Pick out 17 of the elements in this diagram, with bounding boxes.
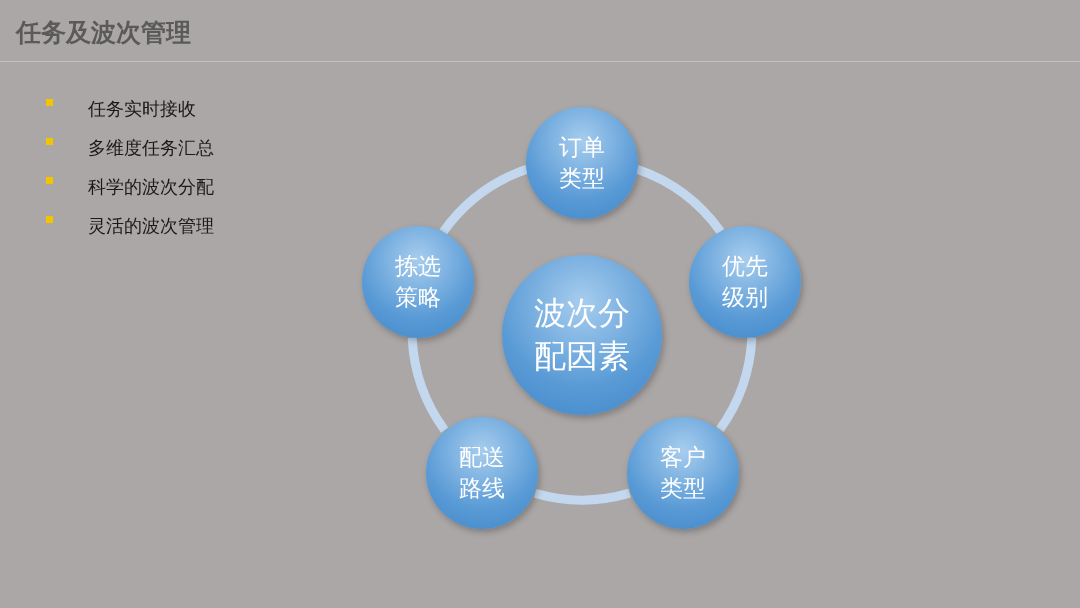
- bullet-text: 科学的波次分配: [88, 175, 214, 199]
- circle-label: 配送路线: [458, 442, 506, 503]
- circle-label: 波次分配因素: [533, 292, 631, 377]
- ring-arc: [716, 337, 757, 432]
- bullet-text: 灵活的波次管理: [88, 214, 214, 238]
- slide-title: 任务及波次管理: [16, 17, 191, 49]
- circle-label: 优先级别: [721, 251, 769, 312]
- circle-label: 拣选策略: [394, 251, 442, 312]
- circle-label: 客户类型: [659, 442, 707, 503]
- ring-arc: [635, 165, 725, 235]
- circle-label: 订单类型: [558, 132, 606, 193]
- ring-arc: [534, 488, 631, 505]
- ring-arc: [439, 165, 529, 235]
- bullet-text: 多维度任务汇总: [88, 136, 214, 160]
- bullet-text: 任务实时接收: [88, 97, 196, 121]
- ring-arc: [407, 337, 449, 433]
- factor-circle: [689, 226, 801, 338]
